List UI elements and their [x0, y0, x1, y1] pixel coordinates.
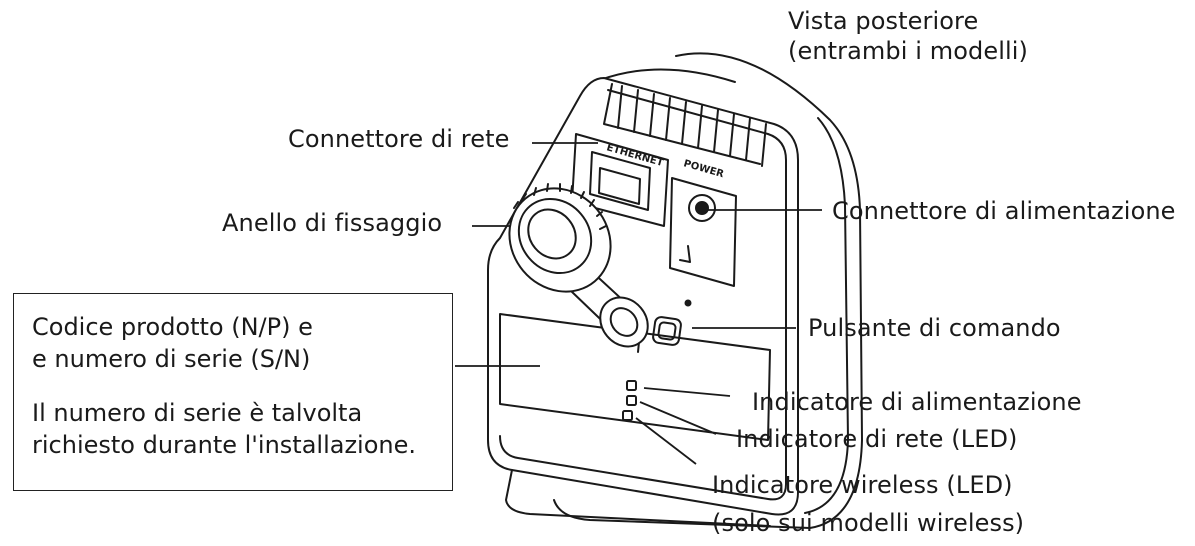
- control-button-label: Pulsante di comando: [808, 314, 1061, 342]
- view-title-line-1: Vista posteriore: [788, 7, 979, 35]
- info-box-line: richiesto durante l'installazione.: [32, 431, 416, 459]
- network-led: [626, 395, 637, 406]
- power-led: [626, 380, 637, 391]
- cooling-fins: [603, 83, 767, 167]
- power-indicator-label: Indicatore di alimentazione: [752, 388, 1082, 416]
- leader-power-indicator: [643, 387, 731, 397]
- power-port: [669, 177, 737, 287]
- housing-front: [487, 77, 799, 516]
- fixing-ring-label: Anello di fissaggio: [222, 209, 443, 237]
- view-title: Vista posteriore (entrambi i modelli): [788, 6, 1028, 66]
- network-indicator-label: Indicatore di rete (LED): [736, 425, 1018, 453]
- fixing-ring-shape: [508, 183, 649, 348]
- wireless-indicator-label: Indicatore wireless (LED) (solo sui mode…: [712, 470, 1024, 538]
- power-connector-label: Connettore di alimentazione: [832, 197, 1176, 225]
- serial-number-info-box: Codice prodotto (N/P) e e numero di seri…: [13, 293, 453, 491]
- wireless-indicator-label-line-1: Indicatore wireless (LED): [712, 471, 1013, 499]
- control-button-shape: [652, 316, 682, 346]
- ethernet-port: [571, 133, 669, 227]
- info-box-line: Il numero di serie è talvolta: [32, 399, 363, 427]
- leader-network-indicator: [639, 401, 717, 435]
- info-box-line: Codice prodotto (N/P) e: [32, 313, 313, 341]
- network-connector-label: Connettore di rete: [288, 125, 510, 153]
- info-box-line: e numero di serie (S/N): [32, 345, 311, 373]
- wireless-led: [622, 410, 633, 421]
- view-title-line-2: (entrambi i modelli): [788, 37, 1028, 65]
- wireless-indicator-label-line-2: (solo sui modelli wireless): [712, 509, 1025, 537]
- leader-wireless-indicator: [635, 417, 697, 465]
- power-jack: [688, 194, 716, 222]
